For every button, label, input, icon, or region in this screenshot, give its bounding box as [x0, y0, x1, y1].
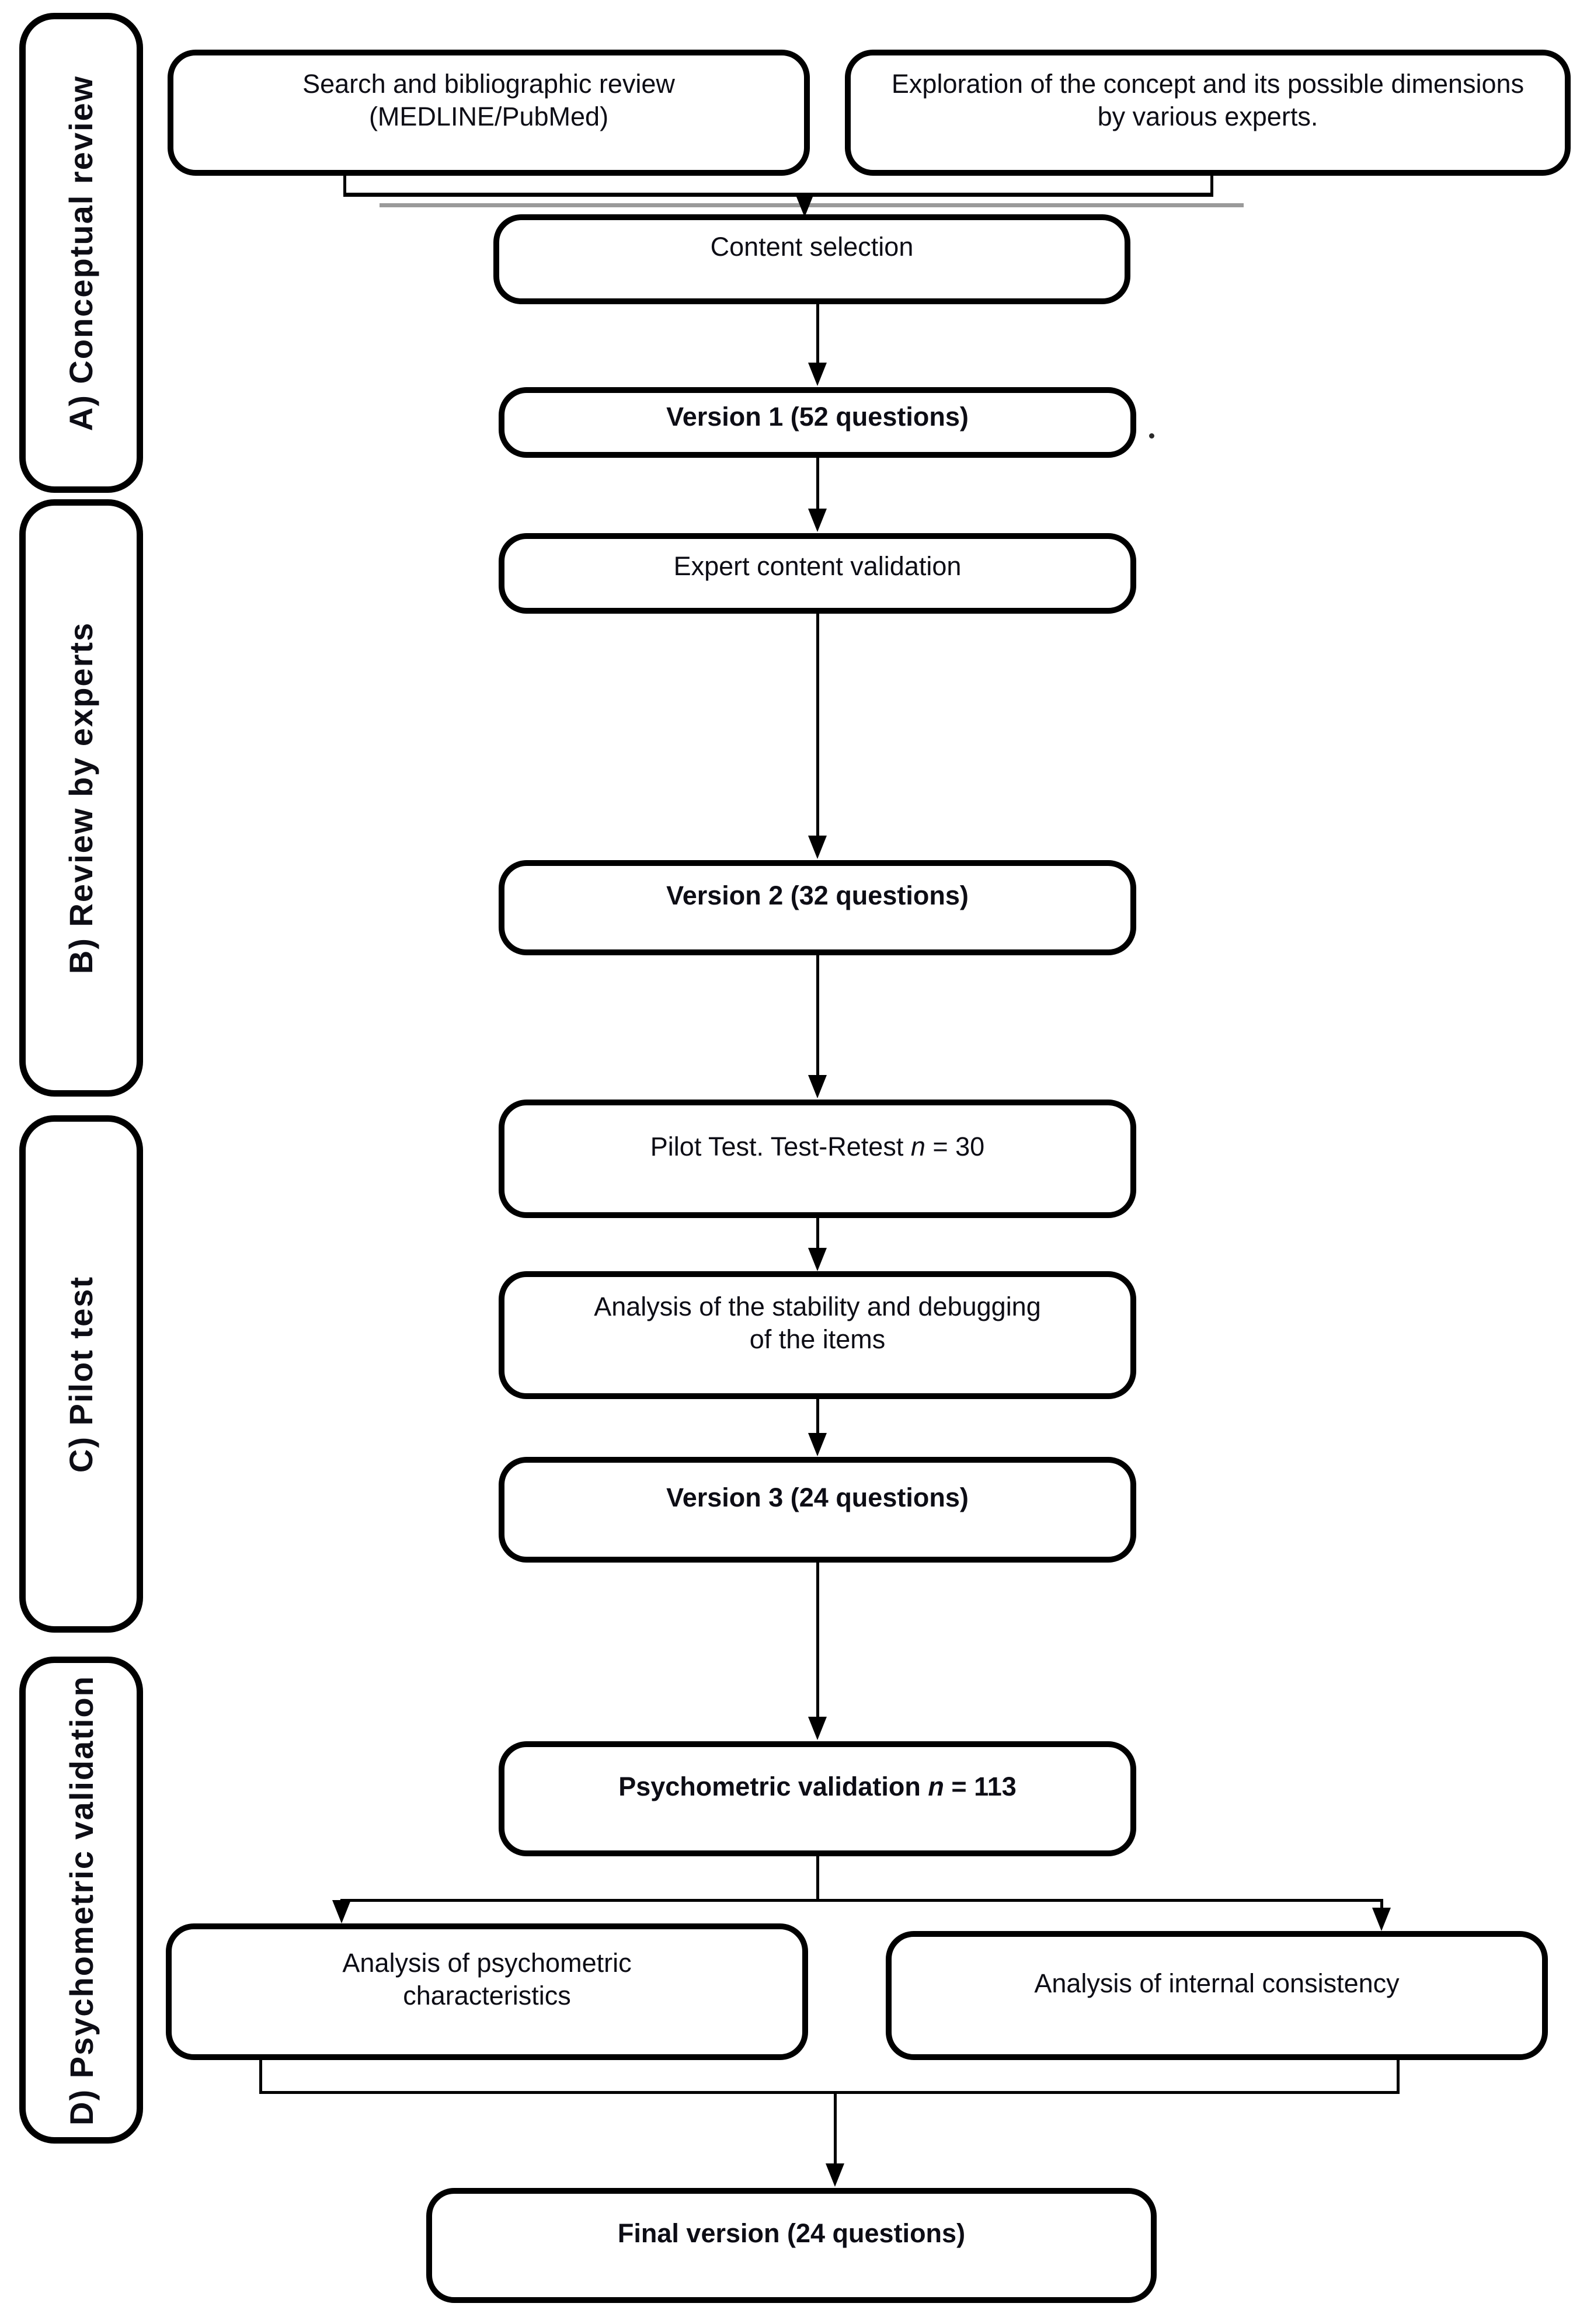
arrow-pilot-to-stability: [816, 1218, 819, 1249]
section-label-pilot-test: C) Pilot test: [19, 1115, 143, 1633]
node-version-3: Version 3 (24 questions): [499, 1457, 1136, 1563]
section-label-text: B) Review by experts: [62, 621, 100, 975]
arrow-v1-to-expert: [816, 458, 819, 510]
node-expert-content-validation: Expert content validation: [499, 533, 1136, 614]
label-part: Psychometric validation: [618, 1771, 928, 1801]
node-label: Analysis of internal consistency: [1034, 1968, 1400, 1998]
section-label-conceptual-review: A) Conceptual review: [19, 13, 143, 493]
node-label: Search and bibliographic review (MEDLINE…: [302, 69, 675, 131]
arrowhead-v2: [808, 836, 827, 859]
node-internal-consistency: Analysis of internal consistency: [886, 1931, 1548, 2060]
arrowhead-v3: [808, 1433, 827, 1456]
arrowhead-stability: [808, 1248, 827, 1271]
node-label: Version 1 (52 questions): [666, 401, 969, 432]
arrowhead-v1: [808, 363, 827, 386]
arrowhead-final-version: [826, 2163, 844, 2187]
section-label-text: A) Conceptual review: [62, 75, 100, 431]
node-label: Expert content validation: [673, 551, 962, 581]
connector-stub-psychometric: [816, 1856, 819, 1901]
section-label-review-by-experts: B) Review by experts: [19, 499, 143, 1097]
arrow-to-final-version: [834, 2091, 837, 2165]
connector-split: [340, 1899, 1383, 1902]
node-label: Version 3 (24 questions): [666, 1482, 969, 1512]
arrowhead-psychometric: [808, 1717, 827, 1740]
node-pilot-test-retest: Pilot Test. Test-Retest n = 30: [499, 1100, 1136, 1218]
node-label: Analysis of the stability and debugging …: [594, 1291, 1041, 1354]
node-search-bibliographic-review: Search and bibliographic review (MEDLINE…: [168, 50, 810, 176]
arrowhead-internal-consistency: [1372, 1908, 1391, 1931]
node-label: Version 2 (32 questions): [666, 880, 969, 910]
node-psychometric-characteristics: Analysis of psychometric characteristics: [166, 1923, 808, 2060]
connector-merge: [259, 2091, 1400, 2094]
node-psychometric-validation: Psychometric validation n = 113: [499, 1741, 1136, 1856]
arrowhead-content-selection: [795, 194, 814, 217]
arrow-expert-to-v2: [816, 614, 819, 837]
node-version-2: Version 2 (32 questions): [499, 860, 1136, 955]
arrow-content-to-v1: [816, 304, 819, 364]
node-label: Final version (24 questions): [617, 2218, 966, 2248]
node-concept-exploration: Exploration of the concept and its possi…: [845, 50, 1571, 176]
connector-stub-right-merge: [1397, 2060, 1400, 2094]
node-version-1: Version 1 (52 questions): [499, 387, 1136, 458]
arrow-stability-to-v3: [816, 1399, 819, 1434]
node-content-selection: Content selection: [493, 214, 1130, 304]
node-stability-analysis: Analysis of the stability and debugging …: [499, 1271, 1136, 1399]
arrow-v3-to-psychometric: [816, 1563, 819, 1718]
arrowhead-psycho-characteristics: [332, 1900, 351, 1923]
label-variable-n: n: [928, 1771, 944, 1801]
label-part: = 113: [944, 1771, 1017, 1801]
section-label-text: D) Psychometric validation: [62, 1675, 100, 2125]
connector-stub-left-merge: [259, 2060, 262, 2094]
label-part: Pilot Test. Test-Retest: [650, 1131, 911, 1161]
node-label: Analysis of psychometric characteristics: [342, 1948, 632, 2010]
node-label: Exploration of the concept and its possi…: [891, 69, 1525, 131]
arrow-v2-to-pilot: [816, 955, 819, 1076]
arrow-to-internal-consistency: [1380, 1899, 1383, 1913]
connector-join-top: [343, 193, 1213, 197]
arrowhead-pilot: [808, 1075, 827, 1098]
section-label-text: C) Pilot test: [62, 1275, 100, 1473]
section-label-psychometric-validation: D) Psychometric validation: [19, 1657, 143, 2144]
arrowhead-expert: [808, 509, 827, 532]
node-label: Pilot Test. Test-Retest n = 30: [650, 1130, 984, 1163]
node-final-version: Final version (24 questions): [426, 2188, 1157, 2303]
connector-stub-search: [343, 175, 346, 194]
label-part: = 30: [925, 1131, 985, 1161]
stray-dot: .: [1149, 433, 1154, 439]
node-label: Psychometric validation n = 113: [618, 1770, 1017, 1803]
node-label: Content selection: [710, 232, 914, 262]
connector-stub-exploration: [1210, 175, 1213, 194]
label-variable-n: n: [910, 1131, 925, 1161]
